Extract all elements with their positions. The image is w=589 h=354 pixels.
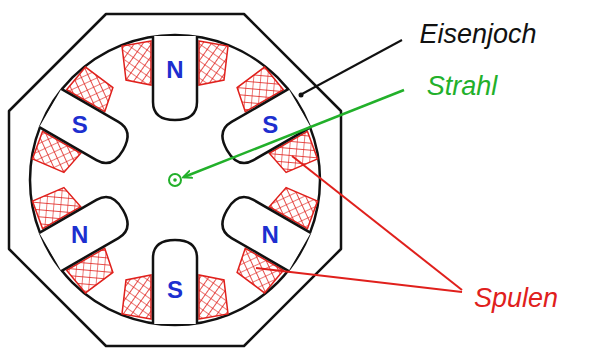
pole-label: N	[71, 223, 88, 247]
beam-label: Strahl	[427, 73, 498, 100]
pole-label: N	[166, 58, 183, 82]
pole-label: S	[167, 278, 183, 302]
pole-label: N	[262, 223, 279, 247]
pole-label: S	[72, 113, 88, 137]
yoke-label: Eisenjoch	[419, 21, 536, 48]
coil-label: Spulen	[474, 285, 558, 312]
pole-label: S	[262, 113, 278, 137]
